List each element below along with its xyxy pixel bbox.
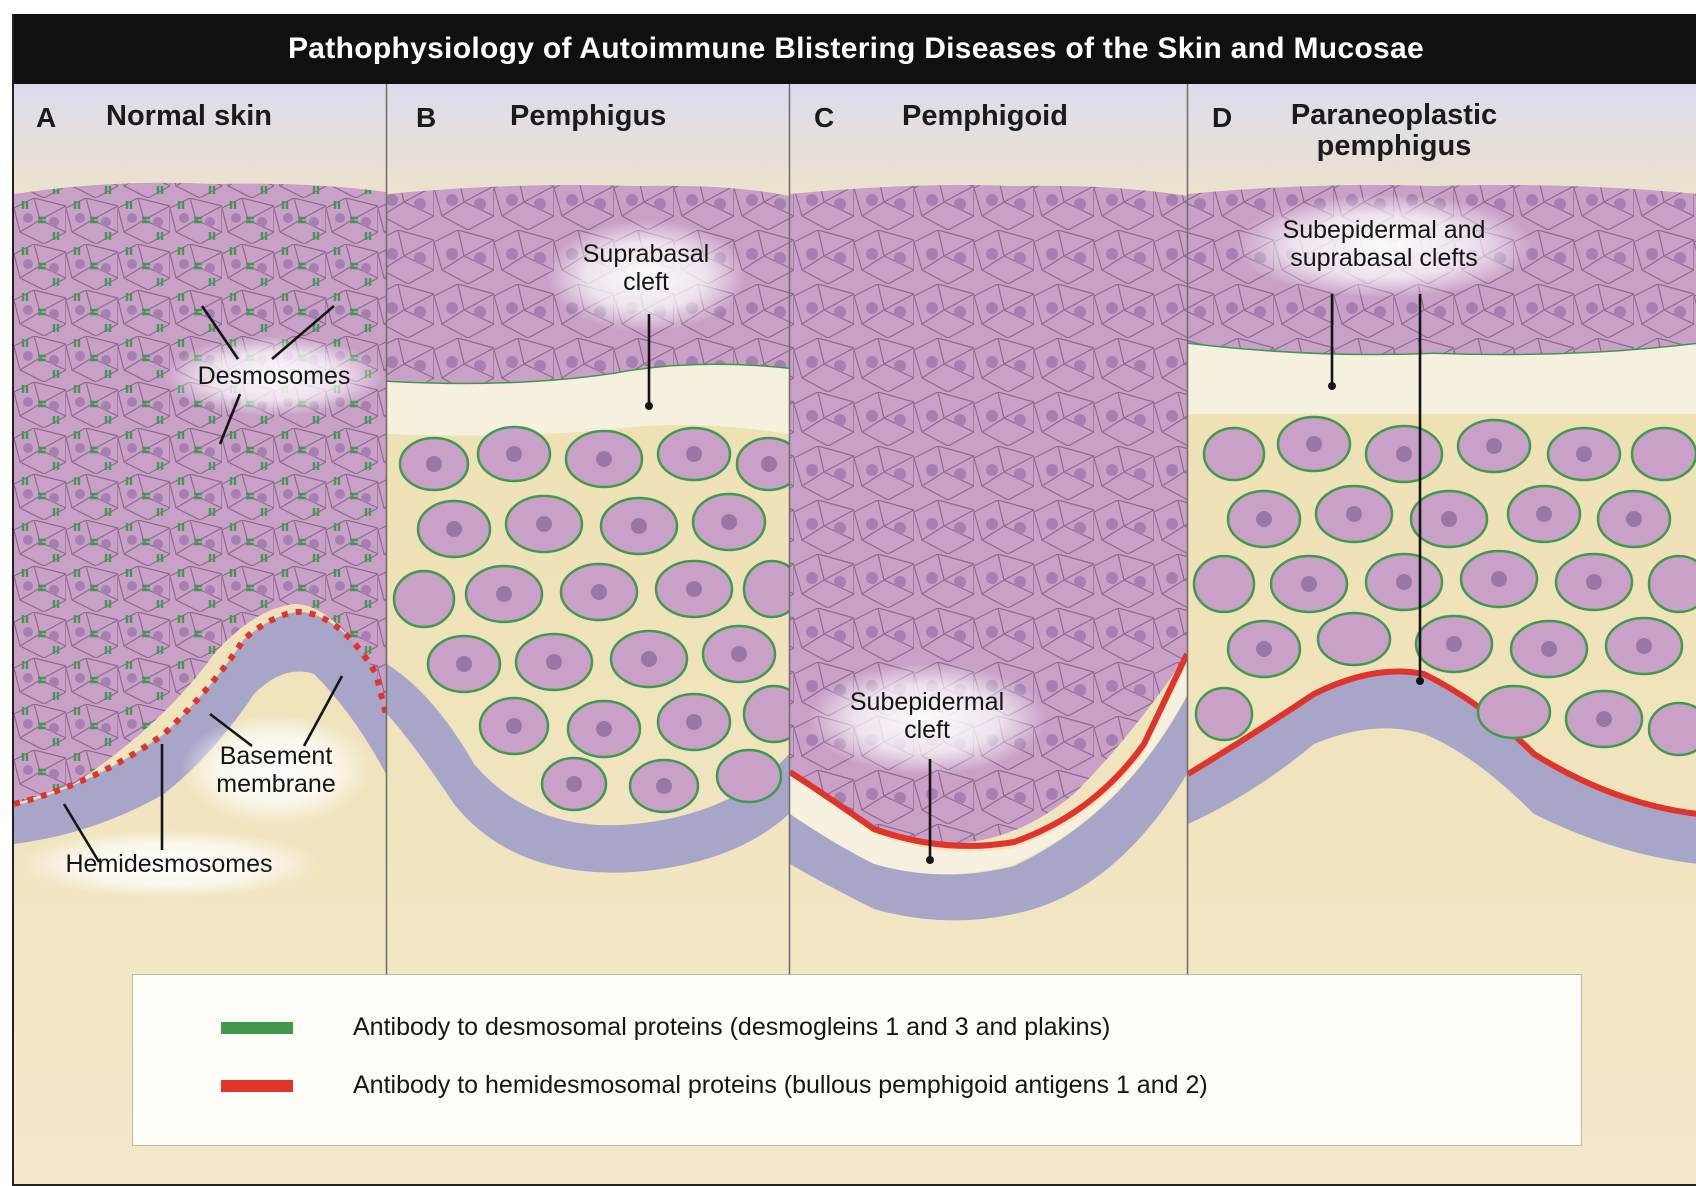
subepidermal-cleft-line2: cleft (832, 716, 1022, 744)
both-clefts-line1: Subepidermal and (1249, 216, 1519, 244)
basement-membrane-line2: membrane (196, 770, 356, 798)
panel-b-letter: B (416, 102, 436, 134)
basement-membrane-line1: Basement (196, 742, 356, 770)
legend: Antibody to desmosomal proteins (desmogl… (132, 974, 1582, 1146)
legend-item-hemidesmosomal: Antibody to hemidesmosomal proteins (bul… (133, 1071, 1208, 1100)
subepidermal-and-suprabasal-clefts-label: Subepidermal and suprabasal clefts (1249, 216, 1519, 272)
figure-frame: Pathophysiology of Autoimmune Blistering… (12, 14, 1696, 1186)
panel-b-title: Pemphigus (510, 100, 666, 133)
hemidesmosomes-label: Hemidesmosomes (34, 850, 304, 878)
legend-label-desmosomal: Antibody to desmosomal proteins (desmogl… (353, 1013, 1110, 1042)
panel-d-title-line2: pemphigus (1274, 131, 1514, 162)
panel-d-letter: D (1212, 102, 1232, 134)
panel-a-title: Normal skin (106, 100, 272, 133)
suprabasal-cleft-line1: Suprabasal (566, 240, 726, 268)
legend-item-desmosomal: Antibody to desmosomal proteins (desmogl… (133, 1013, 1110, 1042)
suprabasal-cleft-line2: cleft (566, 268, 726, 296)
panel-c-art (790, 185, 1187, 920)
suprabasal-cleft-label: Suprabasal cleft (566, 240, 726, 296)
panel-d-title: Paraneoplastic pemphigus (1274, 100, 1514, 162)
legend-label-hemidesmosomal: Antibody to hemidesmosomal proteins (bul… (353, 1071, 1208, 1100)
panel-c-letter: C (814, 102, 834, 134)
legend-swatch-green (221, 1022, 293, 1034)
subepidermal-cleft-label: Subepidermal cleft (832, 688, 1022, 744)
subepidermal-cleft-line1: Subepidermal (832, 688, 1022, 716)
desmosomes-label: Desmosomes (164, 362, 384, 390)
figure-title: Pathophysiology of Autoimmune Blistering… (14, 14, 1696, 84)
legend-swatch-red (221, 1080, 293, 1092)
panel-a-letter: A (36, 102, 56, 134)
panel-c-title: Pemphigoid (902, 100, 1068, 133)
both-clefts-line2: suprabasal clefts (1249, 244, 1519, 272)
basement-membrane-label: Basement membrane (196, 742, 356, 798)
panel-d-title-line1: Paraneoplastic (1274, 100, 1514, 131)
